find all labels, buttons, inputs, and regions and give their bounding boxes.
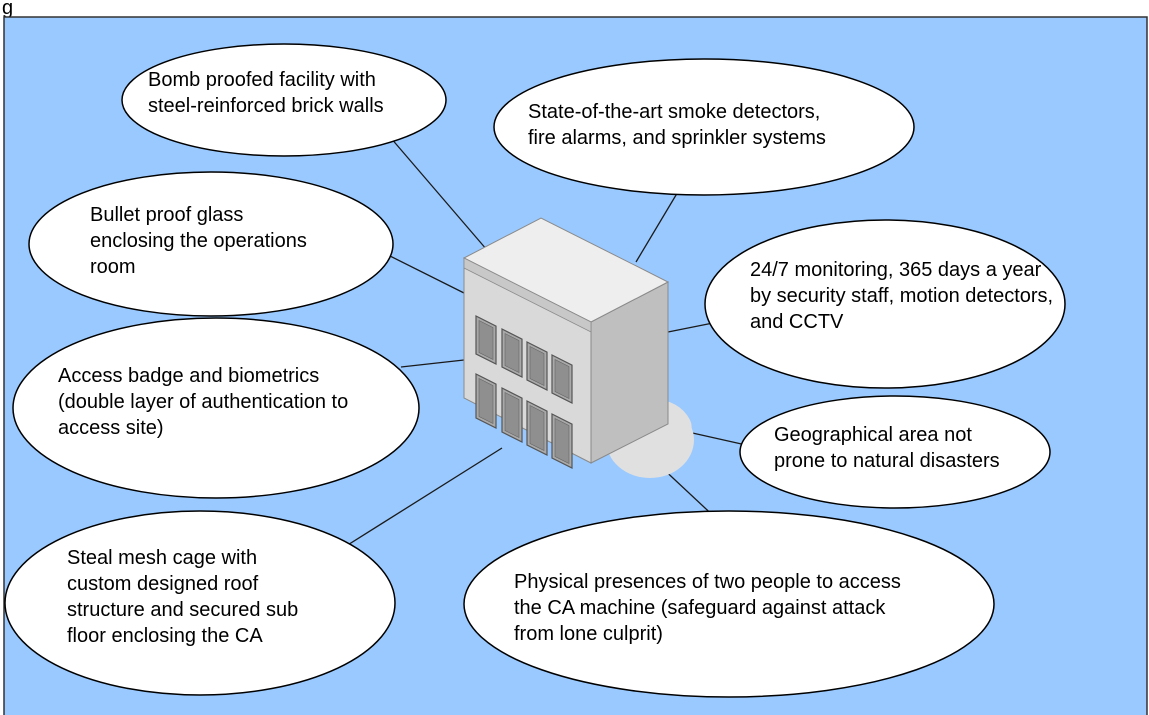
callout-monitoring [704,219,1066,389]
callout-text-bomb-proof-walls: Bomb proofed facility with steel-reinforc… [148,69,384,117]
callout-two-person-presence [463,510,995,698]
connector-access-badge-biometrics [400,359,465,368]
callout-geographical-area [739,395,1051,509]
callout-text-two-person-presence: Physical presences of two people to acce… [514,571,901,645]
callout-line: 24/7 monitoring, 365 days a year [750,259,1042,281]
callout-fire-safety [493,58,915,196]
callout-text-steel-mesh-cage: Steal mesh cage with custom designed roof… [67,547,298,647]
callout-line: custom designed roof [67,573,259,595]
callout-text-monitoring: 24/7 monitoring, 365 days a year by secur… [750,259,1053,333]
callout-line: by security staff, motion detectors, [750,285,1053,307]
callout-text-access-badge-biometrics: Access badge and biometrics (double layer… [58,365,348,439]
callout-line: Access badge and biometrics [58,365,319,387]
building-window-3-pane [529,346,545,387]
building-window-6-pane [504,392,520,439]
callout-line: access site) [58,417,164,439]
connector-geographical-area [687,431,747,446]
building-roof-ledge [463,257,592,333]
callout-text-fire-safety: State-of-the-art smoke detectors, fire al… [528,101,826,149]
callout-line: room [90,256,136,278]
callout-line: prone to natural disasters [774,450,1000,472]
callout-line: structure and secured sub [67,599,298,621]
callout-line: State-of-the-art smoke detectors, [528,101,820,123]
callout-text-geographical-area: Geographical area not prone to natural di… [774,424,1000,472]
callout-steel-mesh-cage [4,510,396,696]
building-window-7-pane [529,405,545,452]
callout-bomb-proof-walls [121,43,447,157]
callout-line: Bomb proofed facility with [148,69,376,91]
building-window-2-pane [504,333,520,374]
callout-line: Geographical area not [774,424,972,446]
callout-line: enclosing the operations [90,230,307,252]
connector-bomb-proof-walls [389,136,488,251]
callout-bullet-proof-glass [28,171,394,317]
callout-line: fire alarms, and sprinkler systems [528,127,826,149]
callout-line: and CCTV [750,311,844,333]
callout-line: the CA machine (safeguard against attack [514,597,886,619]
callout-access-badge-biometrics [12,317,420,499]
callout-line: from lone culprit) [514,623,663,645]
callout-line: steel-reinforced brick walls [148,95,384,117]
building-window-1-pane [478,320,494,361]
building-window-8-pane [554,418,570,465]
callout-line: Steal mesh cage with [67,547,257,569]
partial-header-text: g [2,0,13,19]
callout-line: Physical presences of two people to acce… [514,571,901,593]
callout-line: Bullet proof glass [90,204,243,226]
callout-line: (double layer of authentication to [58,391,348,413]
connector-steel-mesh-cage [334,447,503,554]
callout-text-bullet-proof-glass: Bullet proof glass enclosing the operatio… [90,204,307,278]
building-window-4-pane [554,359,570,400]
callout-line: floor enclosing the CA [67,625,263,647]
building-window-5-pane [478,378,494,425]
